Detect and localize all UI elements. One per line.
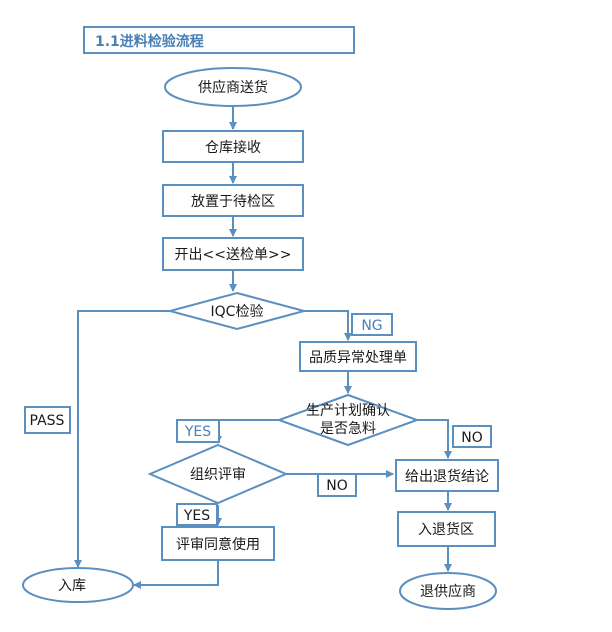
page-title: 1.1进料检验流程: [95, 33, 204, 50]
edge-label-yes-review-box: [176, 503, 218, 526]
node-organize-review-label: 组织评审: [190, 467, 246, 483]
edge-iqc-ng: [304, 310, 352, 341]
edge-label-no-review-box: [317, 473, 357, 497]
edge-label-pass: PASS: [30, 413, 65, 429]
node-supplier-delivery-label: 供应商送货: [198, 79, 268, 96]
node-urgent-question-line2: 是否急料: [320, 421, 376, 437]
node-issue-return-conclusion-label: 给出退货结论: [405, 468, 489, 485]
edge-label-no-urgent-box: [452, 425, 492, 448]
edge-label-yes-urgent-box: [176, 419, 220, 443]
edge-urgent-yes: [214, 419, 279, 444]
node-warehouse-receive: [162, 130, 304, 163]
node-issue-return-conclusion: [395, 459, 499, 492]
edge-label-no-review: NO: [326, 478, 348, 494]
node-stock-in: [22, 567, 134, 603]
title-box: [83, 26, 355, 54]
node-quality-exception-form-label: 品质异常处理单: [309, 350, 407, 366]
node-urgent-question-line1: 生产计划确认: [306, 403, 390, 419]
node-issue-inspection-form: [162, 237, 304, 271]
edge-iqc-pass: [74, 310, 170, 568]
edge-agree-to-stock: [133, 560, 219, 589]
edge-label-ng-box: [351, 313, 393, 336]
edge-label-yes-urgent: YES: [184, 424, 211, 440]
edge-label-yes-review: YES: [183, 508, 210, 524]
node-iqc-inspection-label: IQC检验: [211, 304, 264, 320]
edge-label-ng: NG: [361, 318, 382, 334]
node-urgent-question: [276, 393, 420, 447]
node-iqc-inspection: [166, 291, 308, 331]
node-warehouse-receive-label: 仓库接收: [205, 139, 261, 156]
node-supplier-delivery: [164, 67, 302, 107]
node-return-to-supplier-label: 退供应商: [420, 583, 476, 600]
node-review-agree-use: [161, 526, 275, 561]
node-return-area-label: 入退货区: [418, 521, 474, 538]
node-return-area: [397, 511, 496, 547]
edge-label-no-urgent: NO: [461, 430, 483, 446]
node-quality-exception-form: [299, 341, 417, 372]
edge-label-pass-box: [24, 406, 71, 434]
node-return-to-supplier: [399, 572, 497, 610]
node-stock-in-label: 入库: [58, 578, 86, 594]
node-place-pending-area-label: 放置于待检区: [191, 194, 275, 210]
edge-urgent-no: [417, 419, 452, 459]
node-review-agree-use-label: 评审同意使用: [176, 536, 260, 553]
node-issue-inspection-form-label: 开出<<送检单>>: [175, 247, 292, 263]
node-place-pending-area: [162, 184, 304, 217]
